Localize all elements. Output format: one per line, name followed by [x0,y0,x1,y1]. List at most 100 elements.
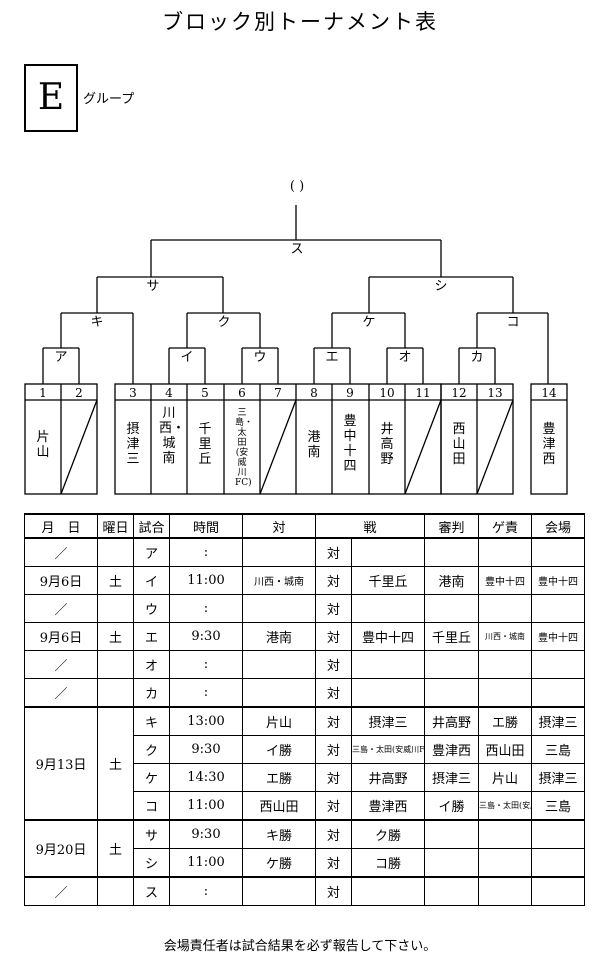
cell-time: 11:00 [169,791,243,821]
cell-day: 土 [97,566,134,595]
table-row: ／ ア: 対 [24,537,586,567]
cell-day [97,678,134,708]
cell-ref: 摂津三 [424,763,480,792]
cell-vs: 対 [315,537,352,567]
cell-game [478,537,533,567]
cell-day [97,650,134,679]
cell-vs: 対 [315,678,352,708]
slot-number: 9 [346,386,354,400]
node-o: オ [398,350,411,365]
cell-venue: 摂津三 [531,763,586,792]
cell-vs: 対 [315,622,352,651]
cell-match: ア [133,537,170,567]
cell-date: 9月13日 [24,706,98,821]
cell-vs: 対 [315,650,352,679]
cell-time: 9:30 [169,735,243,764]
slot-number: 2 [75,386,83,400]
team-name-12: 西山田 [452,422,466,467]
node-e: エ [325,350,338,365]
slot-number: 7 [274,386,282,400]
team-name-6: 三島・太田(安威川FC) [235,408,254,488]
node-sa: サ [146,279,159,294]
cell-match: コ [133,791,170,821]
cell-venue: 三島 [531,791,586,821]
cell-game: 豊中十四 [478,566,533,595]
cell-team1: 川西・城南 [242,566,316,595]
cell-team1 [242,594,316,623]
cell-venue [531,678,586,708]
slot-number: 3 [129,386,137,400]
cell-team2: 豊中十四 [350,622,426,651]
cell-day: 土 [97,819,134,878]
cell-match: ケ [133,763,170,792]
cell-date: ／ [24,537,98,567]
cell-ref [424,537,480,567]
cell-team2 [350,594,426,623]
slot-number: 14 [541,386,557,400]
cell-time: : [169,876,243,906]
cell-time: : [169,678,243,708]
header-game-responsible: ゲ責 [478,513,533,539]
cell-vs: 対 [315,848,352,878]
cell-date: 9月6日 [24,622,98,651]
cell-team1: エ勝 [242,763,316,792]
cell-ref [424,876,480,906]
cell-date: ／ [24,876,98,906]
cell-team2: 千里丘 [350,566,426,595]
cell-ref: 豊津西 [424,735,480,764]
cell-vs: 対 [315,566,352,595]
cell-venue [531,876,586,906]
cell-vs: 対 [315,706,352,736]
cell-vs: 対 [315,735,352,764]
cell-game: エ勝 [478,706,533,736]
cell-team1 [242,650,316,679]
cell-venue: 摂津三 [531,706,586,736]
cell-ref: 井高野 [424,706,480,736]
slot-number: 12 [451,386,466,400]
cell-date: 9月20日 [24,819,98,878]
node-ke: ケ [362,315,375,330]
cell-match: カ [133,678,170,708]
cell-team2 [350,650,426,679]
slot-number: 1 [39,386,47,400]
table-row: ／ウ:対 [24,594,586,623]
table-row: ／ス:対 [24,876,586,906]
slot-number: 4 [165,386,173,400]
bracket-lines [42,205,549,384]
cell-match: サ [133,819,170,849]
tournament-bracket: ( ) ス サ シ キ ク ケ コ ア イ ウ エ オ カ 1 2 3 4 5 … [24,179,568,495]
node-ko: コ [506,315,519,330]
cell-venue: 豊中十四 [531,622,586,651]
footer-note: 会場責任者は試合結果を必ず報告して下さい。 [163,939,437,954]
team-name-5: 千里丘 [198,422,212,467]
cell-ref: 港南 [424,566,480,595]
node-i: イ [180,350,193,365]
header-venue: 会場 [531,513,586,539]
cell-ref [424,848,480,878]
cell-time: 9:30 [169,819,243,849]
cell-team2: 三島・太田(安威川FC) [350,735,426,764]
cell-venue [531,848,586,878]
node-shi: シ [434,279,447,294]
cell-game [478,819,533,849]
team-name-14: 豊津西 [542,422,556,467]
team-name-4: 川西・城南 [159,406,186,466]
cell-vs: 対 [315,819,352,849]
team-name-3: 摂津三 [126,422,140,467]
cell-match: エ [133,622,170,651]
cell-day [97,594,134,623]
cell-team2: ク勝 [350,819,426,849]
cell-game [478,876,533,906]
cell-team2: コ勝 [350,848,426,878]
cell-ref [424,819,480,849]
cell-time: 9:30 [169,622,243,651]
cell-time: : [169,537,243,567]
cell-time: : [169,594,243,623]
slot-number: 6 [238,386,246,400]
cell-ref: イ勝 [424,791,480,821]
